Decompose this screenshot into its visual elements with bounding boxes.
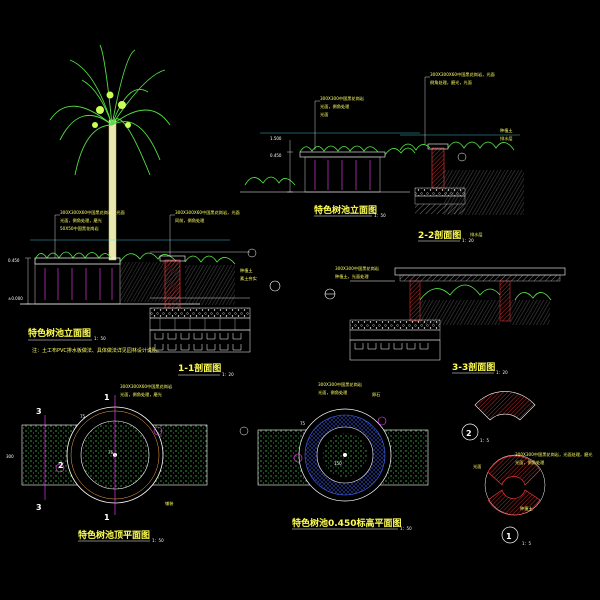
annotation: 300X300X60中国黑花岗岩: [120, 383, 172, 390]
dimension: 75: [300, 421, 306, 426]
palm-tree-elevation: [49, 44, 171, 261]
section-1-1: 300X300X60中国黑花岗岩，光面 同前，倒角处理 种植土 素土夯实 1-1…: [149, 209, 281, 377]
scale-detail1: 1：5: [522, 541, 532, 546]
title-elev1: 特色树池立面图: [28, 327, 91, 339]
elev-label-3: 1.500: [270, 136, 282, 141]
annotation: 50X50中国黑花岗岩: [60, 225, 99, 232]
annotation: 光面，倒角处理: [318, 389, 348, 396]
dimension: 75: [80, 414, 86, 419]
title-sec11: 1-1剖面图: [178, 362, 221, 374]
tree-pool-elevation-2: 1.500 0.450 300X300中国黑花岗岩 光面，倒角处理 光面 特色树…: [240, 95, 420, 218]
dimension: 150: [334, 461, 342, 466]
annotation: 300X300中国黑花岗岩: [318, 381, 362, 388]
annotation: 光面，倒角处理: [515, 459, 545, 466]
section-3-3: 300X300中国黑花岗岩 种植土，光面处理 排水层 3-3剖面图 1：20: [324, 231, 566, 375]
elev-label-4: 0.450: [270, 153, 282, 158]
annotation: 种植土: [240, 267, 253, 274]
annotation: 300X300X60中国黑花岗岩，光面: [175, 209, 240, 216]
section-marker-3: 3: [36, 503, 42, 512]
drawing-note: 注：土工布PVC排水板做法、具体做法详见园林设计说明。: [32, 347, 162, 354]
annotation: 光面，倒角处理，磨光: [120, 391, 162, 398]
annotation: 素土夯实: [240, 275, 257, 282]
annotation: 光面: [320, 111, 328, 118]
plan-0450-view: 150 75 300X300中国黑花岗岩 光面，倒角处理 卵石 特色树池0.45…: [239, 381, 429, 531]
section-marker-2: 2: [58, 461, 64, 470]
section-marker-1: 1: [104, 513, 110, 522]
scale-sec22: 1：20: [462, 238, 474, 243]
annotation: 300X300X60中国黑花岗岩，光面: [430, 71, 495, 78]
annotation: 铺装: [165, 500, 174, 507]
title-plan-450: 特色树池0.450标高平面图: [292, 517, 401, 529]
section-marker-3: 3: [36, 407, 42, 416]
annotation: 300X300中国黑花岗岩: [320, 95, 364, 102]
detail-marker-2: 2: [466, 429, 472, 438]
dimension: 76: [108, 450, 114, 455]
annotation: 光面: [473, 463, 481, 470]
annotation: 排水层: [470, 231, 483, 238]
detail-1: 1 1：5 300X300中国黑花岗岩，光面处理，磨光 光面，倒角处理 光面 种…: [473, 451, 592, 546]
annotation: 种植土: [500, 127, 513, 134]
dimension: 300: [6, 454, 14, 459]
scale-elev1: 1：50: [94, 336, 106, 341]
scale-plan-top: 1：50: [152, 538, 164, 543]
detail-marker-1: 1: [506, 532, 512, 541]
scale-sec11: 1：20: [222, 372, 234, 377]
annotation: 卵石: [372, 391, 380, 398]
annotation: 300X300中国黑花岗岩，光面处理，磨光: [515, 451, 592, 458]
annotation: 300X300中国黑花岗岩: [335, 265, 379, 272]
annotation: 种植土: [520, 505, 533, 512]
annotation: 光面，倒角处理: [320, 103, 350, 110]
scale-elev2: 1：50: [374, 213, 386, 218]
detail-2: 2 1：5: [461, 391, 536, 443]
annotation: 排水层: [500, 135, 513, 142]
scale-detail2: 1：5: [480, 438, 490, 443]
scale-sec33: 1：20: [496, 370, 508, 375]
annotation: 300X300X60中国黑花岗岩，光面: [60, 209, 125, 216]
title-sec33: 3-3剖面图: [452, 361, 495, 373]
section-2-2: 300X300X60中国黑花岗岩，光面 倒角处理，磨光，光面 种植土 排水层 2…: [399, 71, 524, 243]
section-marker-1: 1: [104, 393, 110, 402]
annotation: 倒角处理，磨光，光面: [430, 79, 472, 86]
title-sec22: 2-2剖面图: [418, 229, 461, 241]
elev-label-1: 0.450: [8, 258, 20, 263]
plan-top-view: 3 3 1 1 2 75 76 300 300X300X60中国黑花岗岩 光面，…: [6, 383, 208, 543]
annotation: 光面，倒角处理，磨光: [60, 217, 102, 224]
scale-plan-450: 1：50: [400, 526, 412, 531]
annotation: 种植土，光面处理: [335, 273, 369, 280]
annotation: 同前，倒角处理: [175, 217, 205, 224]
elev-label-2: ±0.000: [8, 296, 23, 301]
title-elev2: 特色树池立面图: [314, 204, 377, 216]
title-plan-top: 特色树池顶平面图: [78, 529, 150, 541]
